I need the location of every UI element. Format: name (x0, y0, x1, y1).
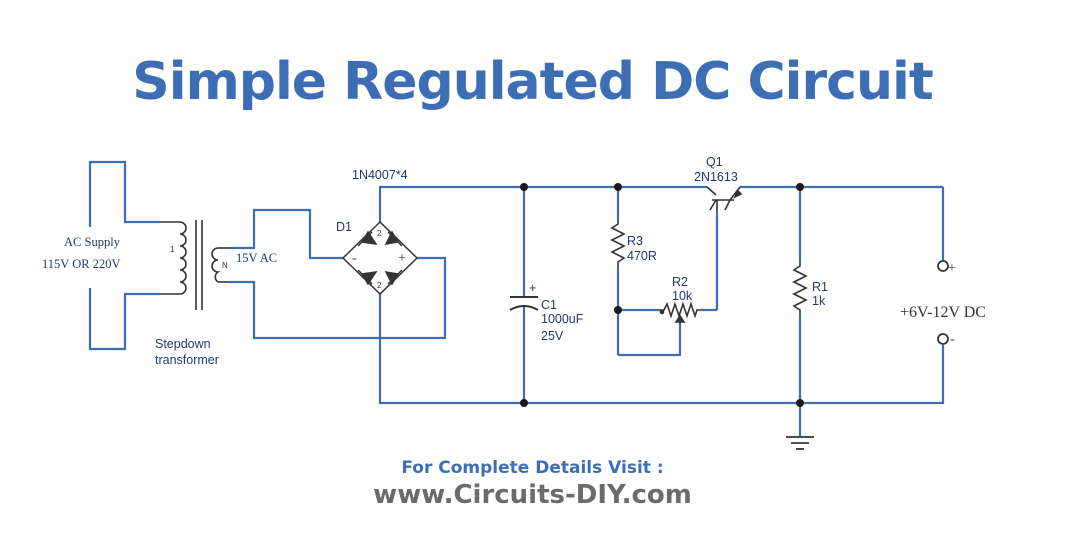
resistor-r3 (610, 220, 626, 267)
q1-part-label: 2N1613 (694, 170, 738, 184)
c1-voltage-label: 25V (541, 329, 564, 343)
r3-ref-label: R3 (627, 234, 643, 248)
output-plus-label: + (948, 261, 956, 276)
q1-ref-label: Q1 (706, 155, 723, 169)
r1-ref-label: R1 (812, 280, 828, 294)
page-title: Simple Regulated DC Circuit (132, 52, 933, 112)
output-terminals (937, 260, 949, 345)
r1-value-label: 1k (812, 294, 826, 308)
transistor-q1 (706, 186, 743, 212)
ac-supply-label: AC Supply (64, 235, 121, 249)
secondary-coil (211, 247, 221, 283)
coil-pin-label: N (222, 261, 228, 270)
ground-symbol (786, 436, 814, 450)
positive-rail (378, 185, 707, 222)
ac-supply-wire-bottom (88, 288, 160, 351)
bridge-part-label: 1N4007*4 (352, 168, 408, 182)
bridge-ref-label: D1 (336, 220, 352, 234)
footer-visit-label: For Complete Details Visit : (401, 458, 664, 478)
primary-coil (179, 221, 187, 295)
ac-supply-wire (88, 160, 160, 227)
junction-dot (614, 306, 622, 314)
secondary-bottom-wire (230, 256, 447, 340)
junction-dot (796, 183, 804, 191)
wires (88, 160, 945, 436)
bridge-minus-label: - (352, 251, 357, 266)
junction-dot (796, 399, 804, 407)
transformer-label: Stepdown (155, 337, 211, 351)
bridge-plus-label: + (398, 251, 406, 266)
diode-3 (360, 271, 378, 286)
diode-2 (384, 230, 400, 245)
bridge-rectifier (341, 220, 419, 296)
c1-ref-label: C1 (541, 298, 557, 312)
transformer-label: transformer (155, 353, 219, 367)
output-minus-label: - (950, 332, 955, 347)
secondary-voltage-label: 15V AC (236, 251, 277, 265)
coil-pin-label: 1 (170, 245, 175, 254)
output-positive-terminal[interactable] (937, 260, 949, 272)
bridge-pin-label: 2 (377, 281, 382, 290)
potentiometer-r2 (659, 301, 700, 323)
resistor-r1 (792, 262, 808, 315)
junctions (520, 183, 804, 407)
r2-value-label: 10k (672, 289, 693, 303)
diode-1 (360, 230, 378, 245)
output-voltage-label: +6V-12V DC (900, 304, 986, 321)
transformer (160, 220, 230, 310)
junction-dot (520, 399, 528, 407)
c1-value-label: 1000uF (541, 312, 584, 326)
junction-dot (520, 183, 528, 191)
output-negative-terminal[interactable] (937, 333, 949, 345)
footer-website-link[interactable]: www.Circuits-DIY.com (373, 480, 692, 510)
ac-supply-voltage-label: 115V OR 220V (42, 257, 120, 271)
secondary-top-wire (230, 208, 343, 260)
bridge-pin-label: 2 (377, 229, 382, 238)
r2-ref-label: R2 (672, 275, 688, 289)
capacitor-c1 (509, 296, 539, 311)
diode-4 (384, 271, 400, 286)
c1-plus-label: + (529, 281, 536, 295)
r3-value-label: 470R (627, 249, 657, 263)
ground-rail (378, 294, 945, 405)
junction-dot (614, 183, 622, 191)
r2-wiper-loop (618, 322, 682, 357)
